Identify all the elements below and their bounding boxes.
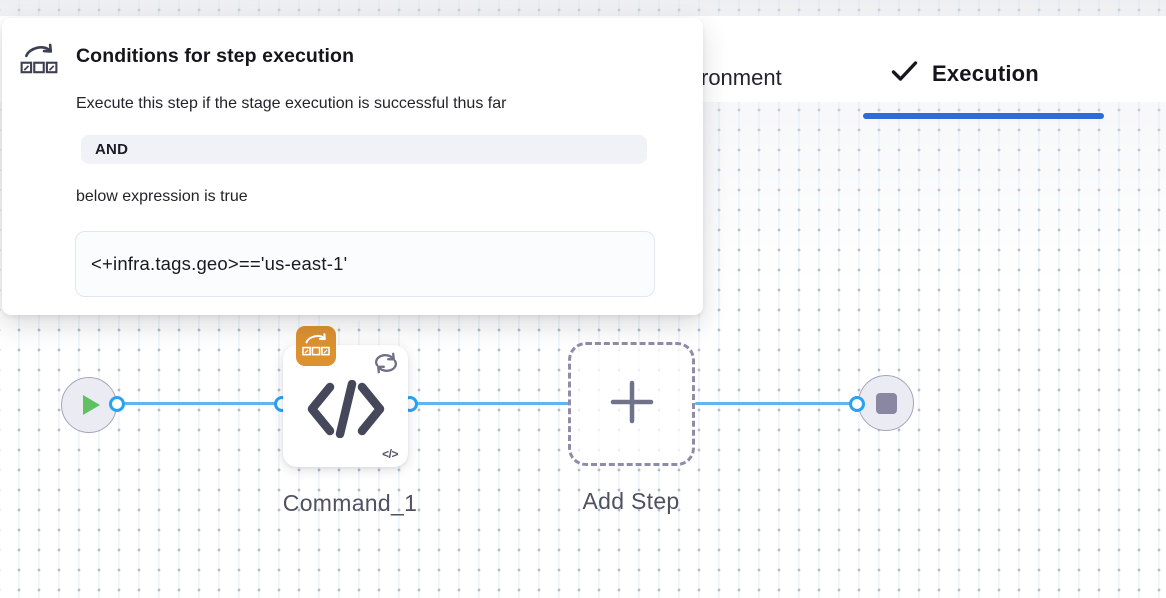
play-icon (83, 395, 100, 415)
popover-title: Conditions for step execution (76, 45, 355, 67)
operator-chip: AND (81, 135, 647, 164)
add-step-button[interactable] (568, 342, 695, 466)
conditional-execution-icon (301, 330, 331, 363)
code-icon (306, 379, 386, 443)
mini-code-icon: </> (382, 447, 398, 461)
step-node-command[interactable]: </> (283, 326, 408, 467)
checkmark-icon (891, 60, 918, 87)
active-tab-underline (863, 113, 1104, 119)
conditional-execution-icon (19, 40, 59, 81)
tab-execution-label: Execution (932, 60, 1039, 86)
expression-value: <+infra.tags.geo>=='us-east-1' (75, 231, 655, 297)
edge-start-to-step (117, 402, 282, 405)
edge-step-to-addstep (410, 402, 569, 405)
plus-icon (607, 377, 657, 432)
edge-addstep-to-end (695, 402, 855, 405)
add-step-label[interactable]: Add Step (582, 488, 680, 514)
popover-description: Execute this step if the stage execution… (76, 95, 507, 112)
stop-icon (875, 392, 897, 414)
tab-environment[interactable]: ronment (701, 65, 782, 90)
pipeline-end-node (858, 375, 914, 431)
step-label[interactable]: Command_1 (282, 490, 418, 516)
popover-caret (328, 315, 364, 335)
conditions-popover: Conditions for step execution Execute th… (2, 18, 703, 315)
connector-point (849, 396, 865, 412)
pipeline-start-node (61, 377, 117, 433)
expression-intro: below expression is true (76, 188, 248, 205)
connector-point (109, 396, 125, 412)
looping-strategy-icon (371, 350, 401, 381)
tab-execution[interactable]: Execution (891, 60, 1039, 87)
